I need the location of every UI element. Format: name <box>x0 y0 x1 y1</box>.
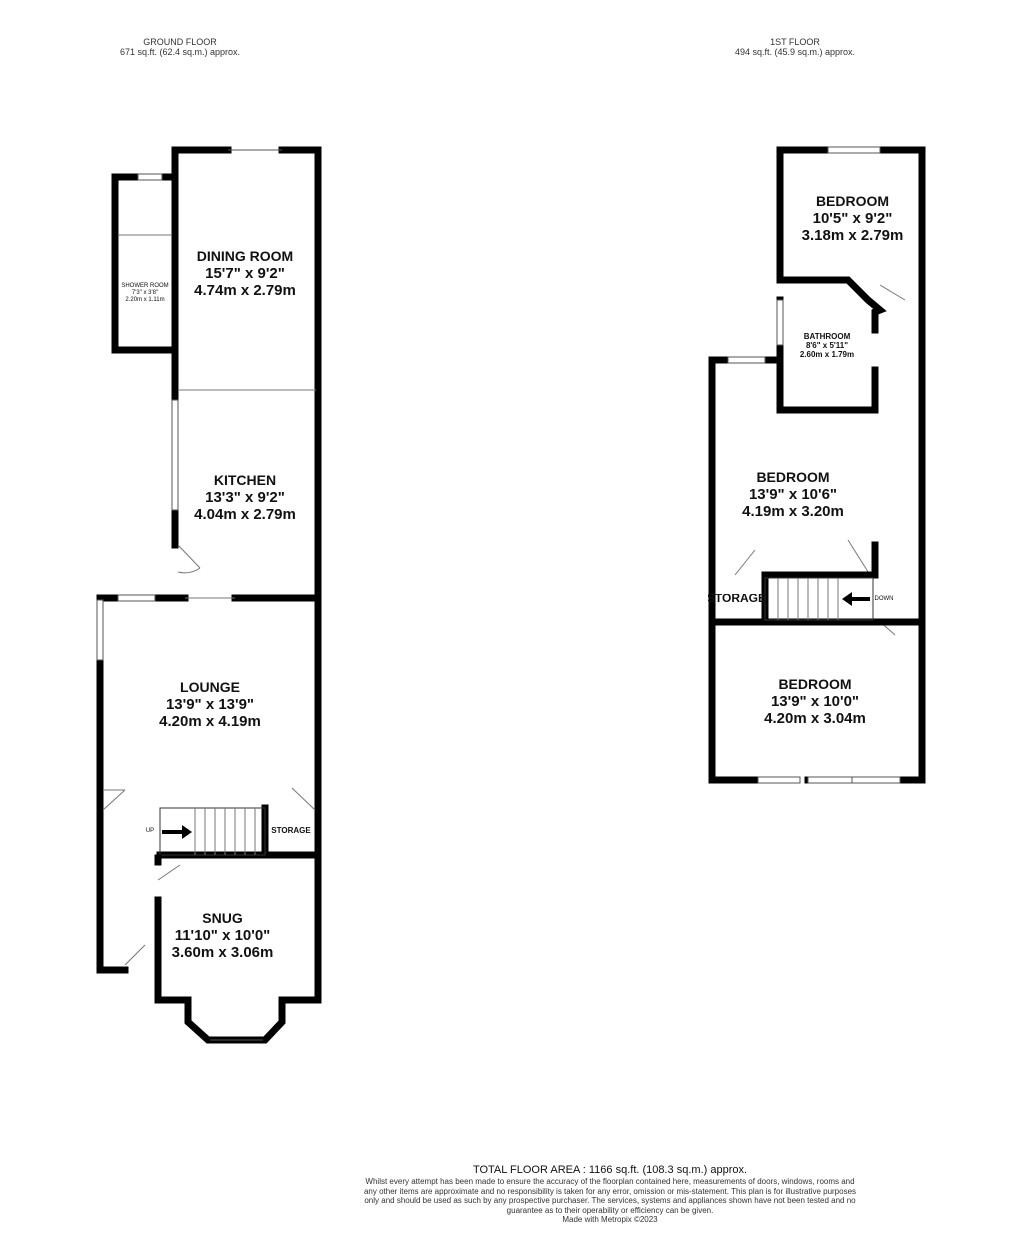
arrow-left-icon <box>842 592 870 606</box>
room-metric: 4.20m x 4.19m <box>159 713 261 730</box>
first-floor-area: 494 sq.ft. (45.9 sq.m.) approx. <box>734 47 856 57</box>
room-imperial: 13'9" x 10'0" <box>770 693 860 710</box>
room-metric: 3.18m x 2.79m <box>801 227 904 244</box>
room-lounge: LOUNGE 13'9" x 13'9" 4.20m x 4.19m <box>135 679 285 730</box>
room-metric: 4.74m x 2.79m <box>194 282 296 299</box>
ground-floor-title: GROUND FLOOR <box>143 37 217 47</box>
arrow-right-icon <box>162 825 192 839</box>
room-imperial: 8'6" x 5'11" <box>805 341 849 350</box>
first-floor-title: 1ST FLOOR <box>770 37 820 47</box>
ground-stairs <box>159 807 266 856</box>
room-imperial: 11'10" x 10'0" <box>174 927 271 944</box>
ground-floor-walls <box>96 146 322 1044</box>
room-imperial: 13'9" x 13'9" <box>165 696 255 713</box>
room-imperial: 15'7" x 9'2" <box>205 265 285 282</box>
first-storage-label: STORAGE <box>708 594 766 603</box>
stairs-down-label: DOWN <box>874 596 894 602</box>
first-floor-header: 1ST FLOOR 494 sq.ft. (45.9 sq.m.) approx… <box>695 37 895 57</box>
room-name: SHOWER ROOM <box>121 283 169 289</box>
room-dining: DINING ROOM 15'7" x 9'2" 4.74m x 2.79m <box>175 248 315 299</box>
room-imperial: 13'9" x 10'6" <box>748 486 838 503</box>
room-name: KITCHEN <box>213 472 277 488</box>
room-name: BATHROOM <box>803 332 851 341</box>
disclaimer: Whilst every attempt has been made to en… <box>363 1177 857 1215</box>
room-name: LOUNGE <box>180 679 240 695</box>
total-floor-area: TOTAL FLOOR AREA : 1166 sq.ft. (108.3 sq… <box>472 1164 748 1176</box>
room-imperial: 10'5" x 9'2" <box>812 210 893 227</box>
room-name: BEDROOM <box>778 676 852 692</box>
first-stairs <box>764 577 874 621</box>
room-snug: SNUG 11'10" x 10'0" 3.60m x 3.06m <box>165 910 280 961</box>
room-metric: 4.20m x 3.04m <box>764 710 866 727</box>
room-metric: 4.19m x 3.20m <box>742 503 844 520</box>
ground-floor-area: 671 sq.ft. (62.4 sq.m.) approx. <box>119 47 241 57</box>
credit: Made with Metropix ©2023 <box>562 1215 658 1224</box>
stairs-up-label: UP <box>145 828 155 834</box>
room-imperial: 13'3" x 9'2" <box>205 489 285 506</box>
room-name: SNUG <box>202 910 243 926</box>
room-metric: 4.04m x 2.79m <box>194 506 296 523</box>
room-name: DINING ROOM <box>196 248 294 264</box>
room-metric: 2.20m x 1.11m <box>125 297 165 303</box>
room-metric: 2.60m x 1.79m <box>799 350 855 359</box>
room-imperial: 7'3" x 3'8" <box>131 290 159 296</box>
room-name: BEDROOM <box>756 469 830 485</box>
room-bedroom-front: BEDROOM 13'9" x 10'0" 4.20m x 3.04m <box>740 676 890 727</box>
room-bedroom-middle: BEDROOM 13'9" x 10'6" 4.19m x 3.20m <box>718 469 868 520</box>
ground-storage-label: STORAGE <box>271 826 311 835</box>
footer: TOTAL FLOOR AREA : 1166 sq.ft. (108.3 sq… <box>360 1163 860 1225</box>
room-bathroom: BATHROOM 8'6" x 5'11" 2.60m x 1.79m <box>783 332 871 359</box>
room-shower: SHOWER ROOM 7'3" x 3'8" 2.20m x 1.11m <box>116 283 174 304</box>
room-metric: 3.60m x 3.06m <box>171 944 274 961</box>
ground-floor-header: GROUND FLOOR 671 sq.ft. (62.4 sq.m.) app… <box>80 37 280 57</box>
room-kitchen: KITCHEN 13'3" x 9'2" 4.04m x 2.79m <box>175 472 315 523</box>
room-bedroom-rear: BEDROOM 10'5" x 9'2" 3.18m x 2.79m <box>785 193 920 244</box>
first-floor-walls <box>708 146 926 784</box>
room-name: BEDROOM <box>815 193 890 209</box>
